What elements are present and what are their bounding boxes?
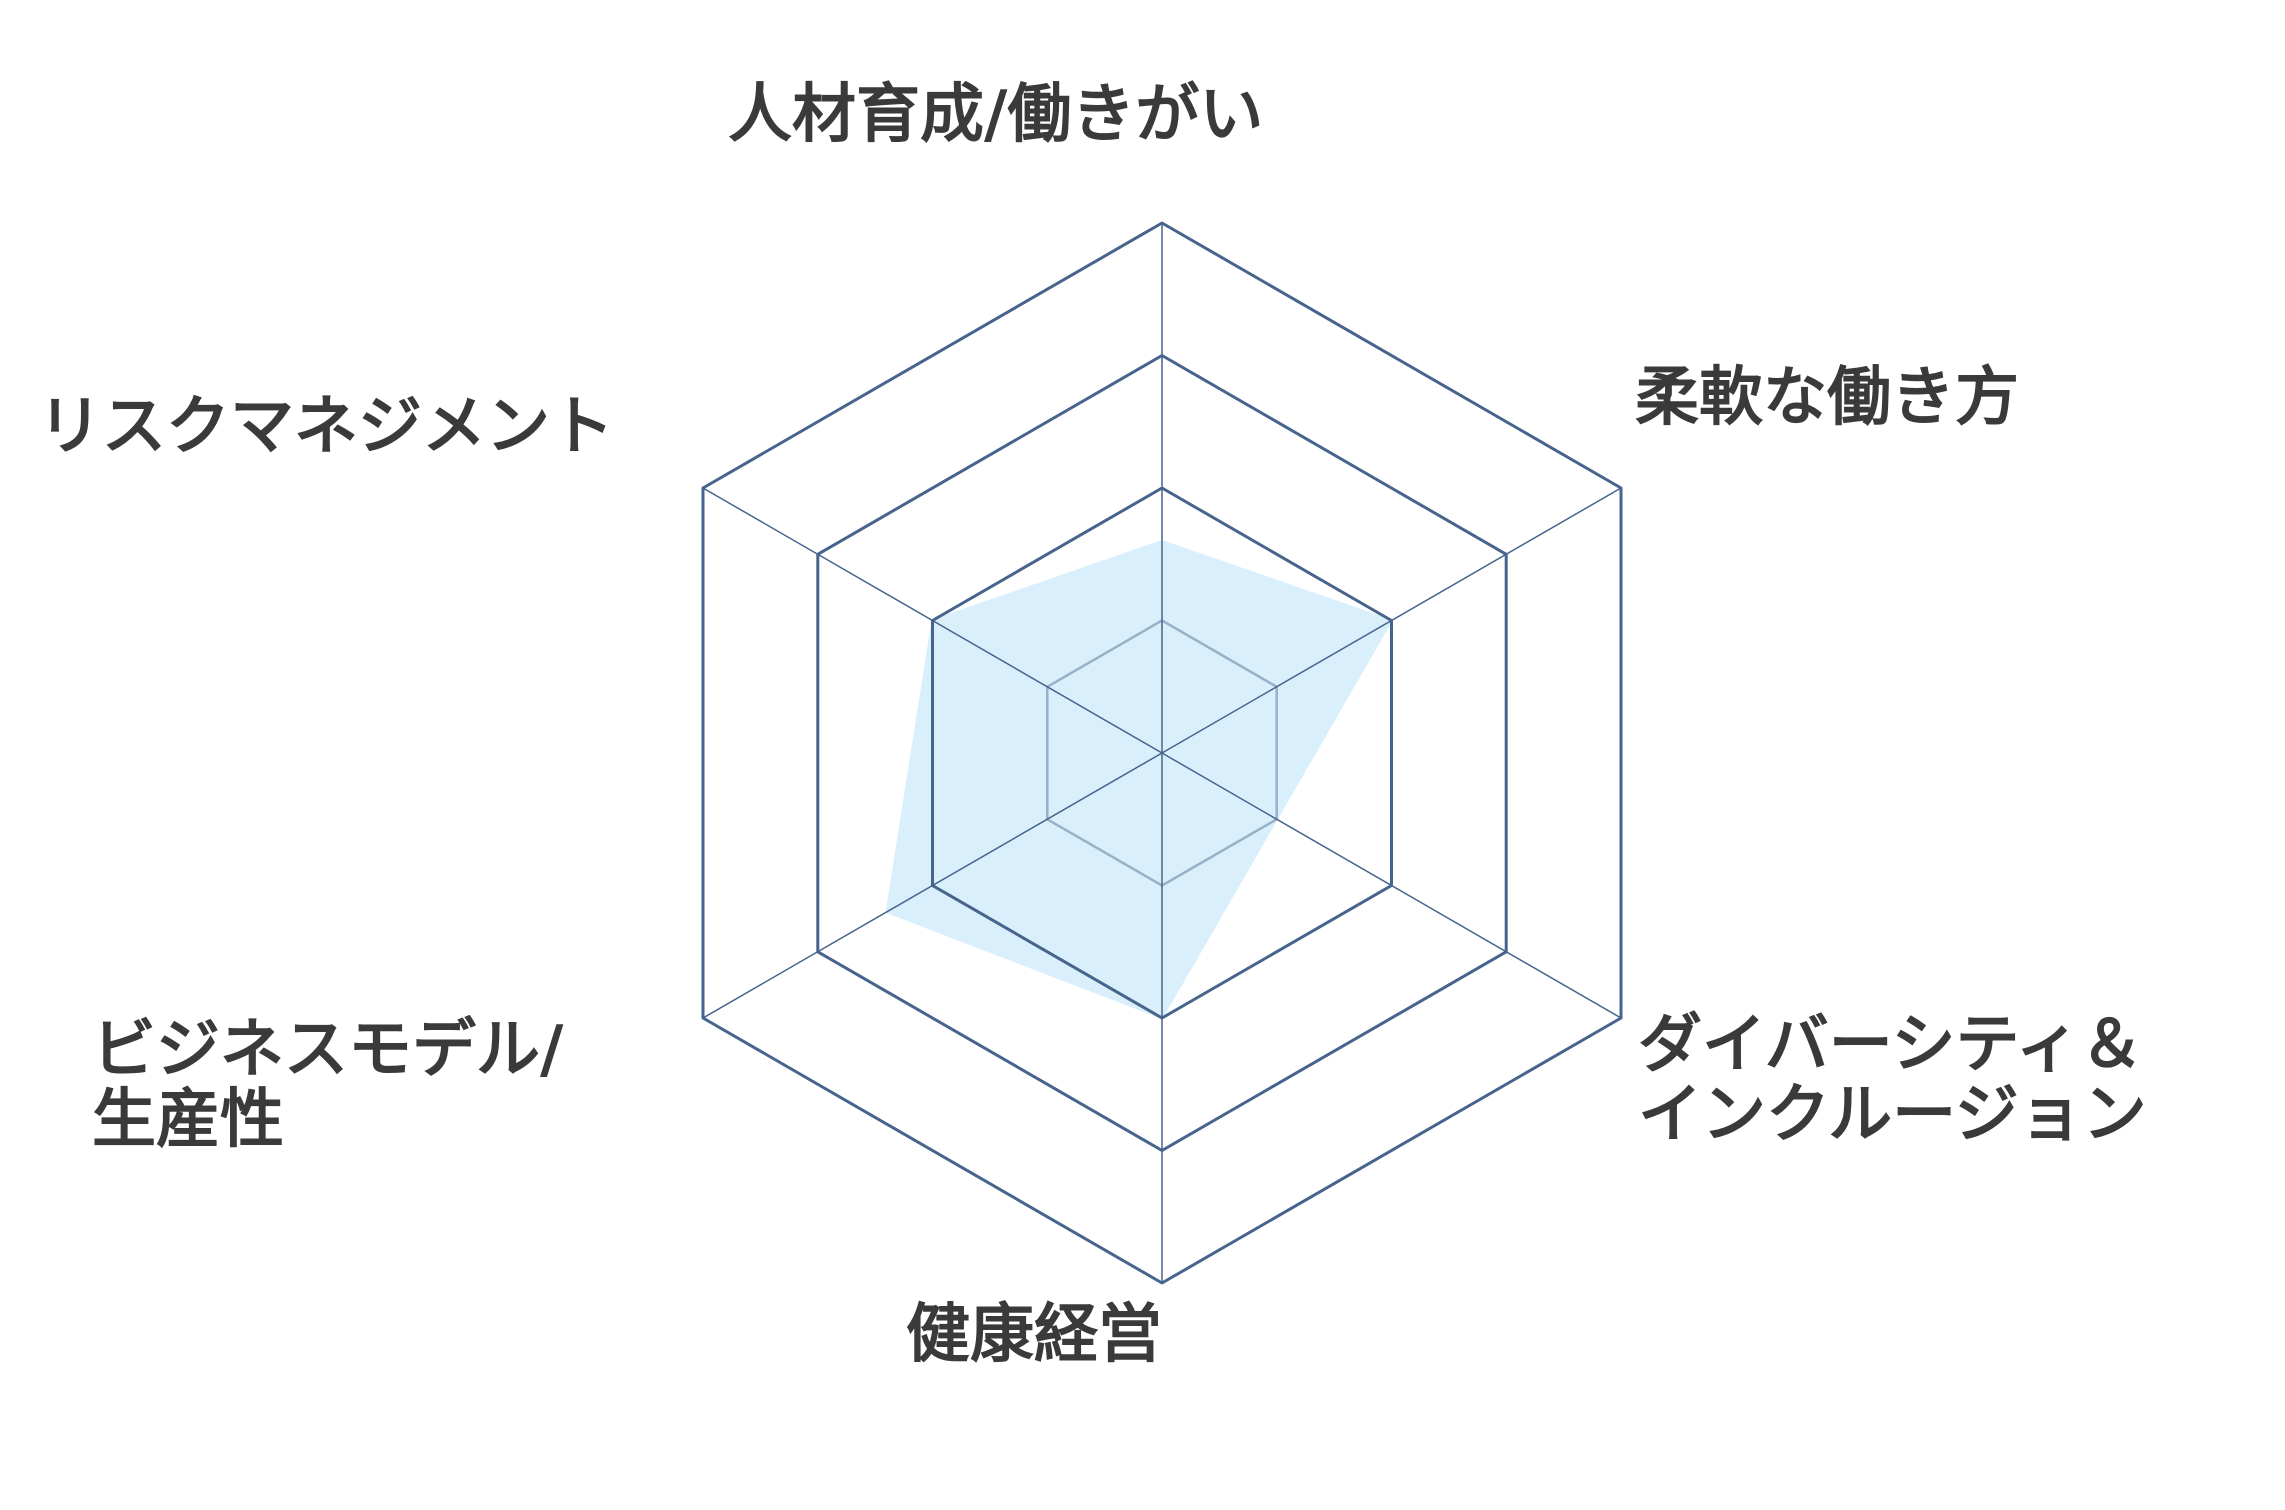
axis-spoke <box>1161 752 1622 1019</box>
data-polygon <box>885 539 1393 1020</box>
axis-label-lower-right: ダイバーシティ＆ インクルージョン <box>1638 1008 2147 1153</box>
axis-spoke <box>1161 487 1622 754</box>
axis-label-upper-left: リスクマネジメント <box>38 390 614 464</box>
axis-label-top: 人材育成/働きがい <box>728 78 1264 152</box>
axis-label-upper-right: 柔軟な働き方 <box>1635 361 2019 435</box>
axis-label-lower-left: ビジネスモデル/ 生産性 <box>92 1013 564 1158</box>
axis-spoke <box>702 752 1163 1019</box>
axis-spoke <box>702 487 1163 754</box>
data-layer <box>885 539 1393 1020</box>
spoke-layer <box>702 223 1622 1283</box>
axis-label-bottom: 健康経営 <box>906 1298 1162 1372</box>
